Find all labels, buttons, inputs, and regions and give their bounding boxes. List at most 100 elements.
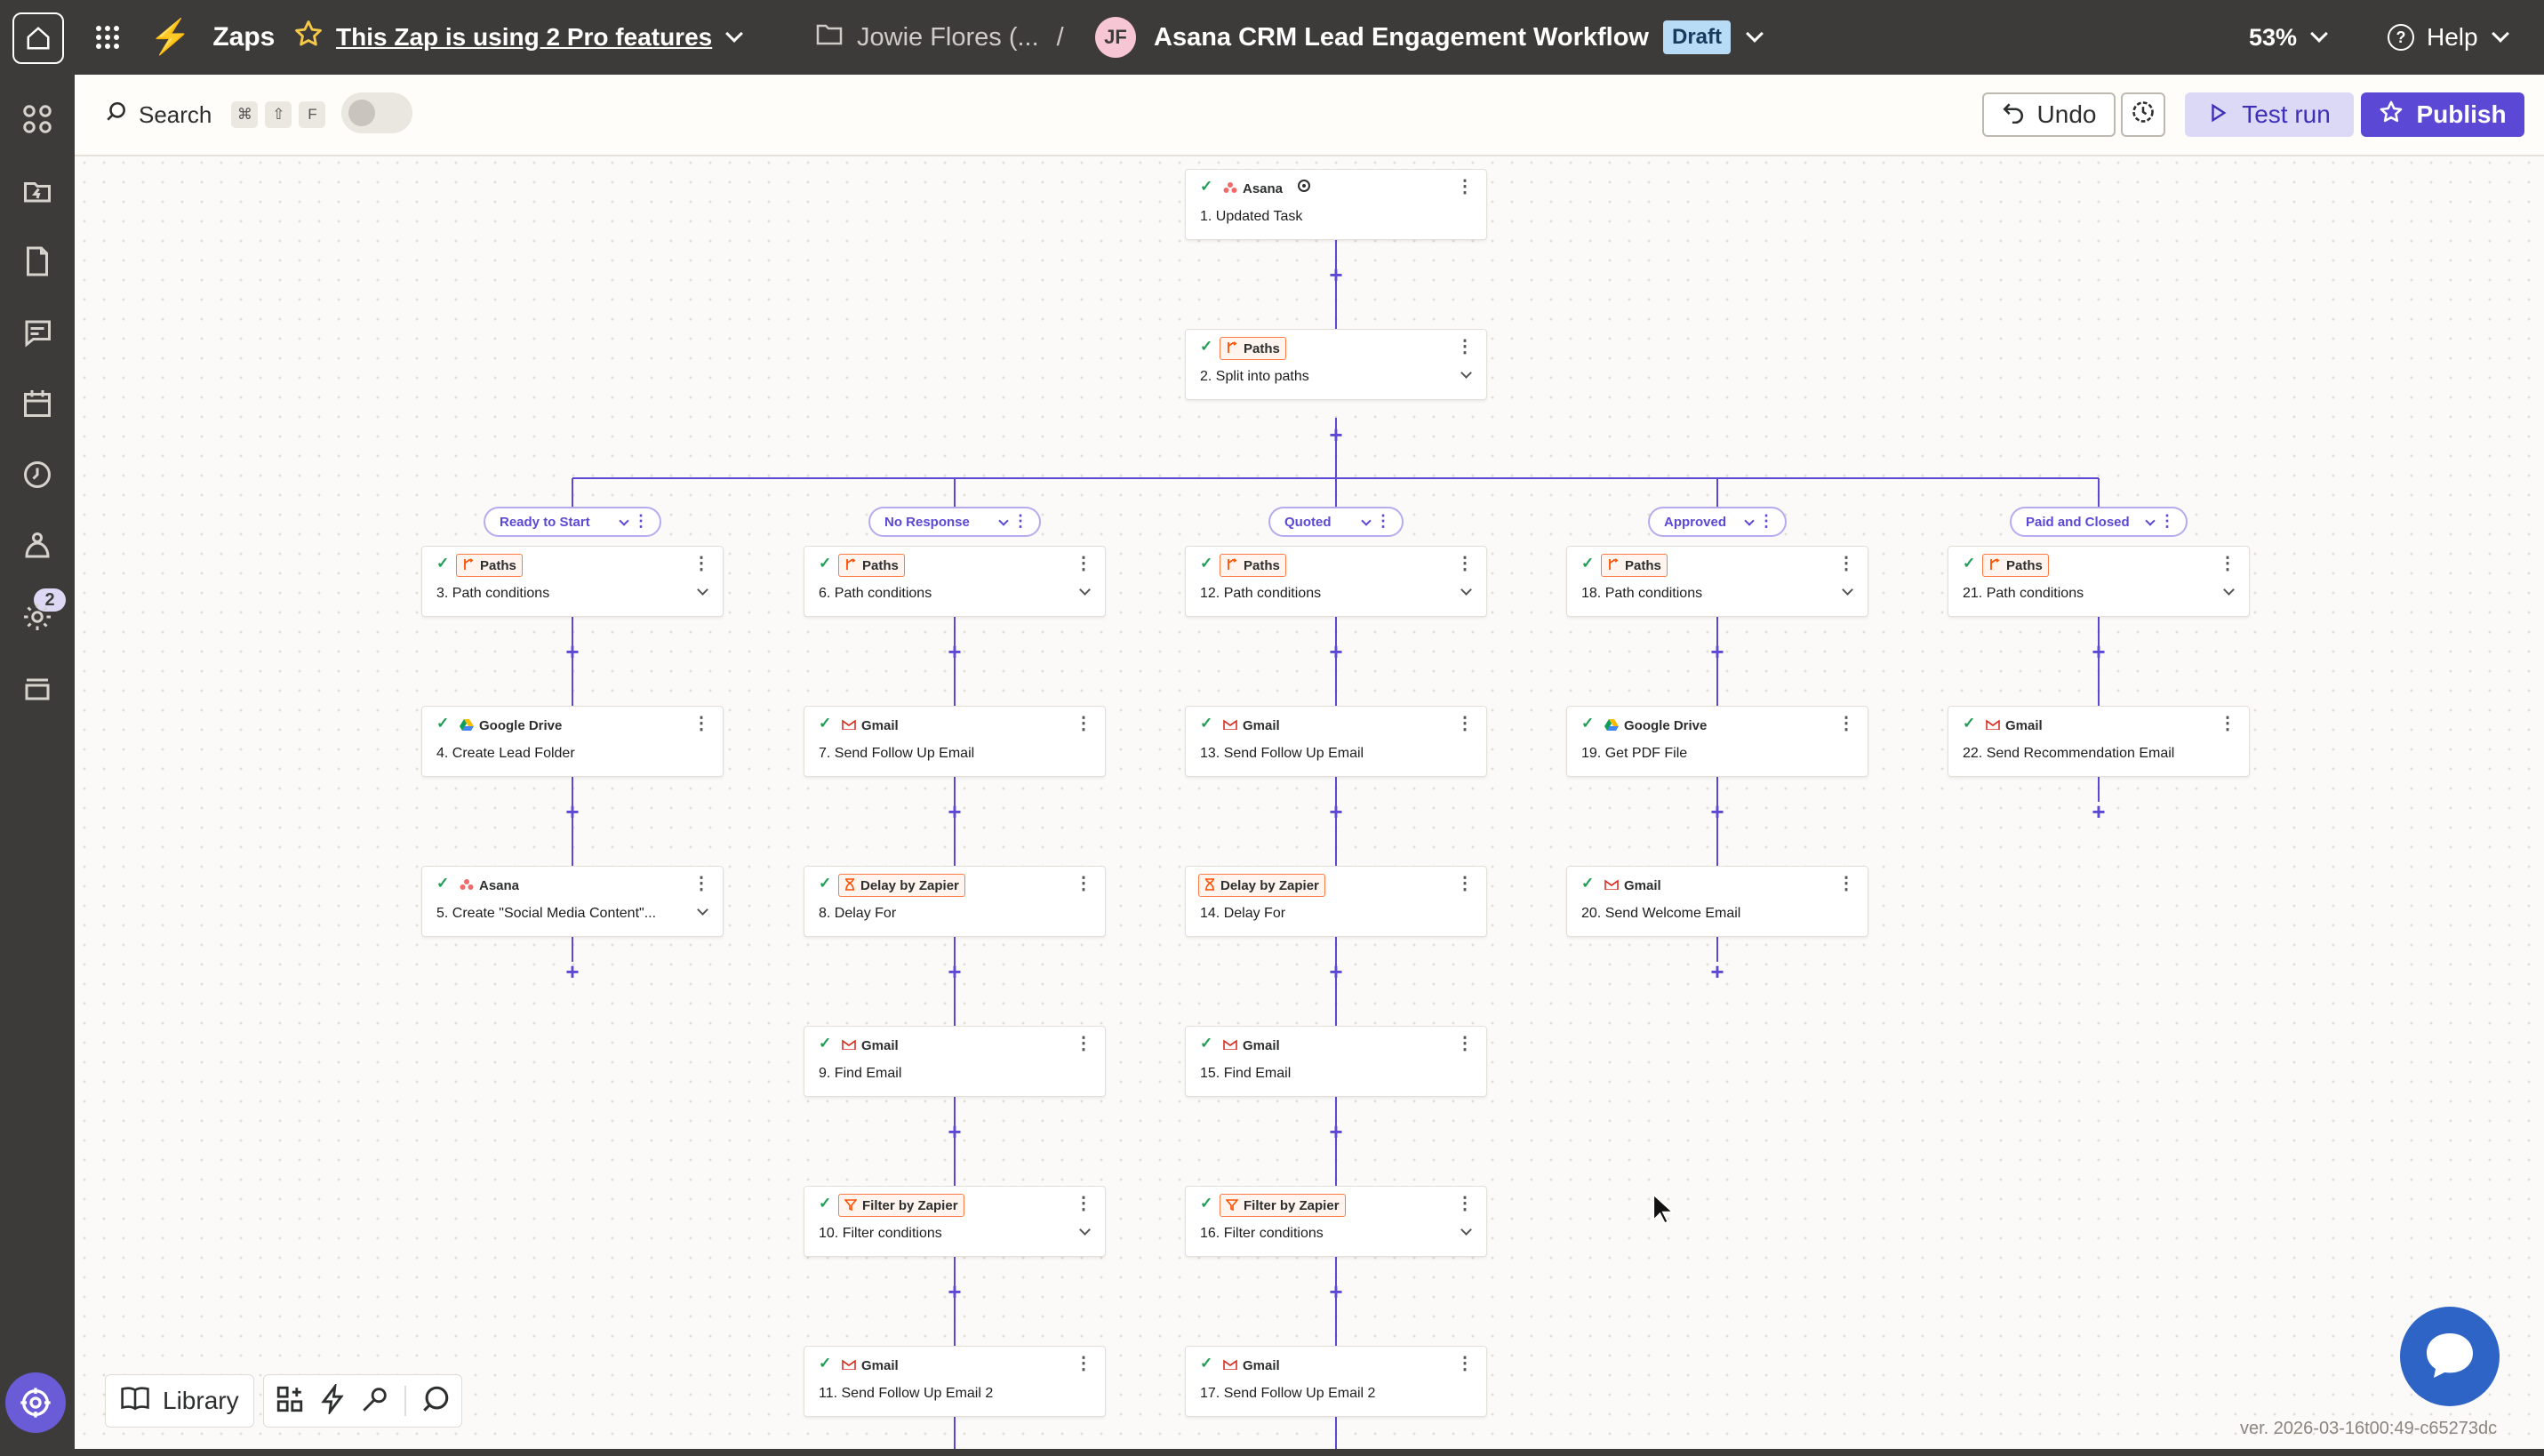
owner-avatar[interactable]: JF bbox=[1095, 0, 1136, 75]
test-run-button[interactable]: Test run bbox=[2185, 92, 2354, 137]
folder-breadcrumb[interactable]: Jowie Flores (... / bbox=[816, 0, 1064, 75]
copilot-icon[interactable] bbox=[5, 1372, 66, 1433]
interfaces-icon[interactable] bbox=[18, 313, 57, 352]
more-options-icon[interactable]: ⋮ bbox=[1075, 554, 1092, 573]
comment-icon[interactable] bbox=[420, 1384, 451, 1419]
layers-icon[interactable] bbox=[18, 668, 57, 708]
search-button[interactable]: Search ⌘ ⇧ F bbox=[105, 94, 326, 135]
support-chat-button[interactable] bbox=[2400, 1307, 2500, 1406]
more-options-icon[interactable]: ⋮ bbox=[1837, 554, 1855, 573]
settings-icon[interactable] bbox=[18, 597, 57, 636]
more-options-icon[interactable]: ⋮ bbox=[1075, 1354, 1092, 1373]
more-options-icon[interactable]: ⋮ bbox=[1456, 337, 1474, 356]
chevron-down-icon[interactable] bbox=[2223, 584, 2235, 596]
tables-icon[interactable] bbox=[18, 242, 57, 281]
more-options-icon[interactable]: ⋮ bbox=[1075, 714, 1092, 733]
more-options-icon[interactable]: ⋮ bbox=[692, 874, 710, 893]
more-options-icon[interactable]: ⋮ bbox=[1456, 714, 1474, 733]
chevron-down-icon[interactable] bbox=[1079, 584, 1091, 596]
more-options-icon[interactable]: ⋮ bbox=[1456, 1034, 1474, 1053]
path-label-pill[interactable]: Ready to Start⋮ bbox=[484, 507, 661, 537]
zap-bolt-icon[interactable] bbox=[319, 1381, 346, 1419]
add-step-icon[interactable]: + bbox=[2092, 637, 2106, 665]
chevron-down-icon[interactable] bbox=[1460, 1224, 1472, 1236]
add-step-icon[interactable]: + bbox=[948, 797, 962, 825]
add-step-icon[interactable]: + bbox=[1329, 797, 1343, 825]
tools-icon[interactable] bbox=[360, 1384, 390, 1419]
canvas-icon[interactable] bbox=[18, 384, 57, 423]
chevron-down-icon[interactable] bbox=[1842, 584, 1853, 596]
path-label-pill[interactable]: Approved⋮ bbox=[1648, 507, 1787, 537]
more-options-icon[interactable]: ⋮ bbox=[1456, 1194, 1474, 1213]
undo-button[interactable]: Undo bbox=[1982, 92, 2116, 137]
help-dropdown[interactable]: ? Help bbox=[2388, 0, 2509, 75]
path-label-pill[interactable]: Paid and Closed⋮ bbox=[2010, 507, 2188, 537]
add-step-icon[interactable]: + bbox=[1329, 1277, 1343, 1305]
more-options-icon[interactable]: ⋮ bbox=[1075, 1034, 1092, 1053]
apps-icon[interactable] bbox=[18, 100, 57, 139]
more-options-icon[interactable]: ⋮ bbox=[1012, 512, 1028, 530]
chevron-down-icon[interactable] bbox=[1460, 584, 1472, 596]
add-step-icon[interactable]: + bbox=[948, 1277, 962, 1305]
add-step-icon[interactable]: + bbox=[2092, 797, 2106, 825]
add-step-icon[interactable]: + bbox=[948, 1117, 962, 1145]
more-options-icon[interactable]: ⋮ bbox=[692, 554, 710, 573]
more-options-icon[interactable]: ⋮ bbox=[2219, 554, 2236, 573]
add-step-icon[interactable]: + bbox=[1710, 797, 1724, 825]
zaps-nav-link[interactable]: ⚡ Zaps bbox=[149, 0, 275, 75]
more-options-icon[interactable]: ⋮ bbox=[1375, 512, 1391, 530]
path-label-pill[interactable]: No Response⋮ bbox=[868, 507, 1041, 537]
chevron-down-icon[interactable] bbox=[1460, 367, 1472, 379]
more-options-icon[interactable]: ⋮ bbox=[1075, 874, 1092, 893]
more-options-icon[interactable]: ⋮ bbox=[1456, 874, 1474, 893]
path-label-pill[interactable]: Quoted⋮ bbox=[1268, 507, 1404, 537]
more-options-icon[interactable]: ⋮ bbox=[692, 714, 710, 733]
more-options-icon[interactable]: ⋮ bbox=[1456, 554, 1474, 573]
add-step-icon[interactable]: + bbox=[1329, 1117, 1343, 1145]
add-step-icon[interactable]: + bbox=[948, 637, 962, 665]
home-icon[interactable] bbox=[12, 12, 64, 64]
more-options-icon[interactable]: ⋮ bbox=[2219, 714, 2236, 733]
chevron-down-icon[interactable] bbox=[1079, 1224, 1091, 1236]
add-step-icon[interactable]: + bbox=[565, 957, 580, 985]
history-icon[interactable] bbox=[18, 455, 57, 494]
more-options-icon[interactable]: ⋮ bbox=[633, 512, 649, 530]
zoom-dropdown[interactable]: 53% bbox=[2249, 0, 2328, 75]
chevron-down-icon[interactable] bbox=[697, 584, 708, 596]
add-step-icon[interactable]: + bbox=[1710, 637, 1724, 665]
add-widget-icon[interactable] bbox=[275, 1384, 305, 1419]
add-step-icon[interactable]: + bbox=[1329, 420, 1343, 448]
add-step-icon[interactable]: + bbox=[948, 957, 962, 985]
library-button[interactable]: Library bbox=[105, 1374, 254, 1428]
more-options-icon[interactable]: ⋮ bbox=[1075, 1194, 1092, 1213]
ai-chatbot-icon[interactable] bbox=[18, 526, 57, 565]
app-switcher-icon[interactable] bbox=[94, 0, 124, 75]
add-step-icon[interactable]: + bbox=[1329, 957, 1343, 985]
add-step-icon[interactable]: + bbox=[1329, 637, 1343, 665]
add-step-icon[interactable]: + bbox=[1710, 957, 1724, 985]
more-options-icon[interactable]: ⋮ bbox=[1456, 1354, 1474, 1373]
zap-history-icon[interactable] bbox=[18, 171, 57, 210]
pro-features-link[interactable]: This Zap is using 2 Pro features bbox=[293, 0, 744, 75]
more-options-icon[interactable]: ⋮ bbox=[1456, 177, 1474, 196]
